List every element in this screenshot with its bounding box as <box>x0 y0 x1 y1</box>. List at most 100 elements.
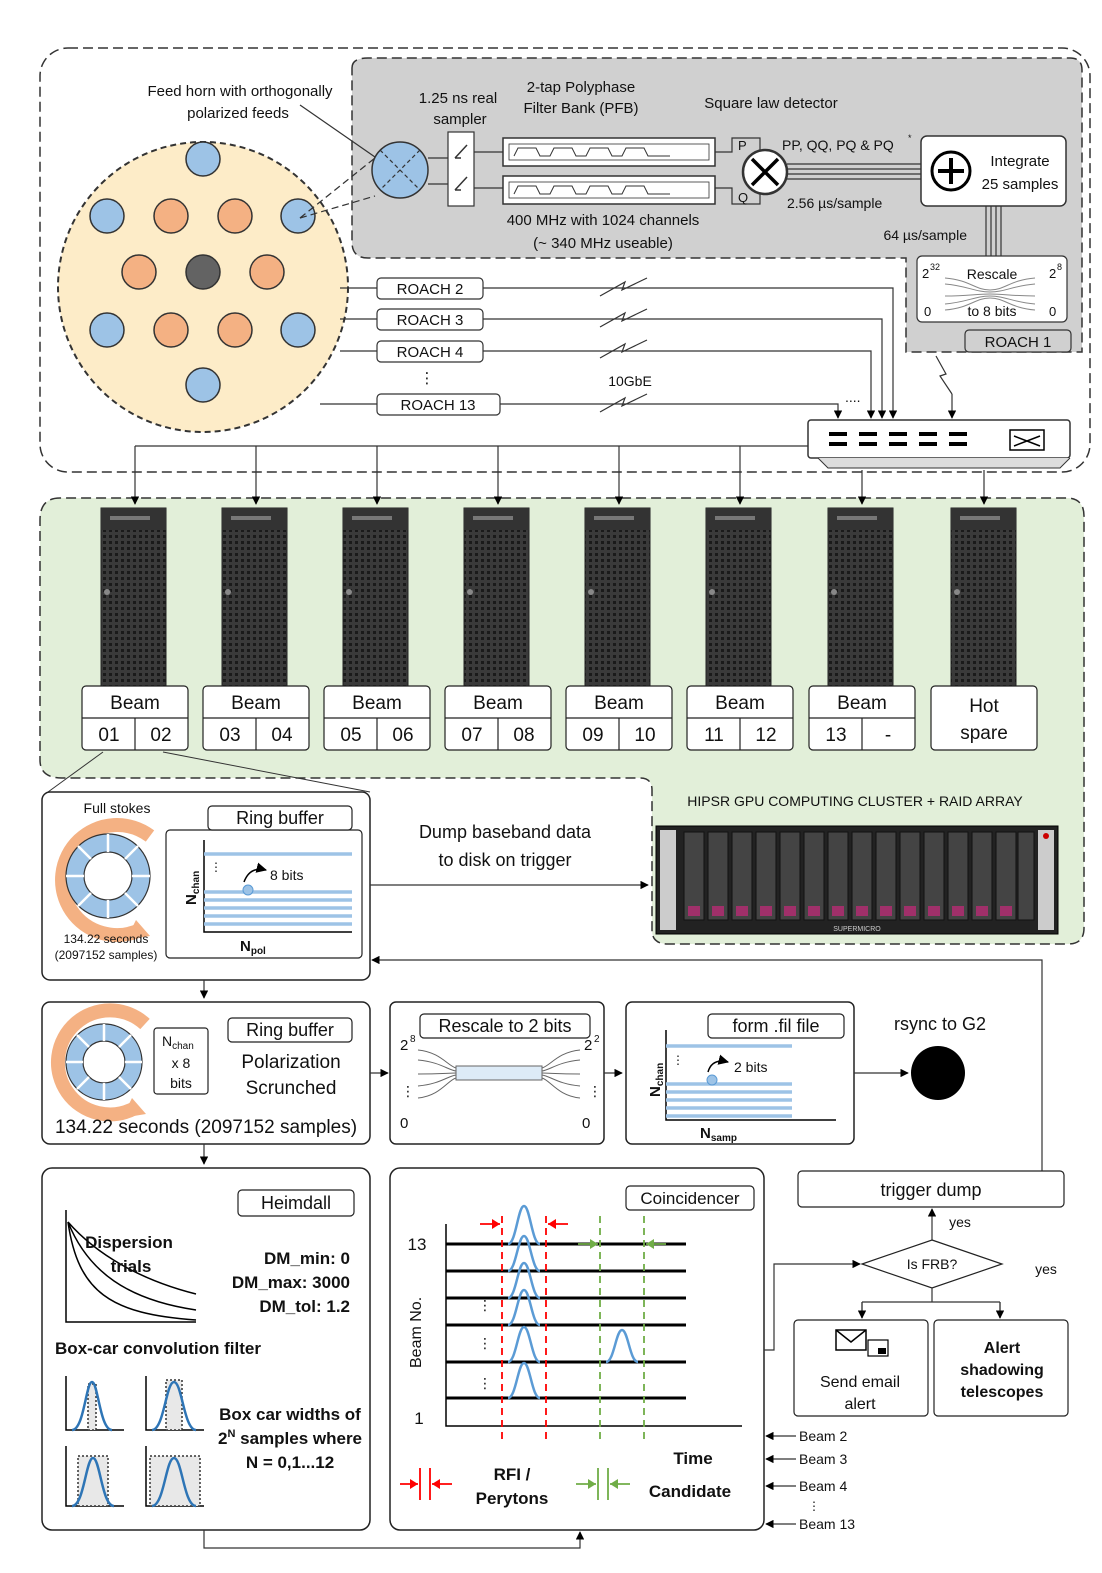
yes-label-2: yes <box>1035 1261 1057 1277</box>
dm-tol: DM_tol: 1.2 <box>259 1297 350 1316</box>
ring2-nchan: Nchan <box>162 1033 194 1052</box>
ring2-title: Ring buffer <box>246 1020 334 1040</box>
boxcar-widths-1: Box car widths of <box>219 1405 361 1424</box>
roach13-label: ROACH 13 <box>400 397 475 414</box>
dispersion-curves <box>65 1210 197 1323</box>
rescale8-label-2: to 8 bits <box>967 303 1016 319</box>
beam-no-label: Beam No. <box>408 1297 425 1368</box>
server2-beam: Beam <box>231 693 281 714</box>
roach1-label: ROACH 1 <box>985 334 1052 351</box>
sampler-label-1: 1.25 ns real <box>419 90 497 107</box>
dispersion-label-2: trials <box>111 1257 152 1276</box>
rescale2-pow8: 8 <box>410 1034 416 1045</box>
coincidencer-title: Coincidencer <box>640 1189 740 1208</box>
server-label-boxes <box>81 685 1038 751</box>
server5-beam: Beam <box>594 693 644 714</box>
fil-bits: 2 bits <box>734 1059 767 1075</box>
ring2-caption: 134.22 seconds (2097152 samples) <box>55 1117 357 1138</box>
roach3-label: ROACH 3 <box>397 312 464 329</box>
ring2-pol-2: Scrunched <box>246 1078 337 1099</box>
boxcar-widths-icons <box>65 1376 204 1508</box>
ring-buffer-2-icon <box>50 1003 150 1122</box>
server6-beam: Beam <box>715 693 765 714</box>
coincidencer-panel <box>389 1167 765 1531</box>
heimdall-title-box <box>237 1189 355 1217</box>
server-towers <box>100 507 1017 687</box>
server-bus <box>130 445 989 505</box>
p-label: P <box>738 138 747 153</box>
server3-beam-b: 06 <box>392 725 413 746</box>
full-stokes-label: Full stokes <box>84 800 151 816</box>
pfb-block-p <box>502 137 716 167</box>
alert-label-3: telescopes <box>961 1384 1044 1401</box>
rescale8-pow8: 8 <box>1057 262 1062 272</box>
trigger-dump-label: trigger dump <box>880 1180 981 1200</box>
ring1-samples: (2097152 samples) <box>55 948 158 962</box>
pfb-label-1: 2-tap Polyphase <box>527 79 635 96</box>
heimdall-panel <box>41 1167 371 1531</box>
ring1-seconds: 134.22 seconds <box>64 932 149 946</box>
beam13-tick: 13 <box>408 1235 427 1254</box>
server2-beam-a: 03 <box>219 725 240 746</box>
gbe-label: 10GbE <box>608 373 652 389</box>
dm-max: DM_max: 3000 <box>232 1273 350 1292</box>
alert-label-1: Alert <box>984 1340 1021 1357</box>
server1-beam: Beam <box>110 693 160 714</box>
sld-label: Square law detector <box>704 95 837 112</box>
rate2-label: 64 µs/sample <box>883 227 967 243</box>
server2-beam-b: 04 <box>271 725 293 746</box>
server7-beam-a: 13 <box>825 725 846 746</box>
ring-buffer-1-icon <box>55 818 155 943</box>
g2-node <box>911 1046 965 1100</box>
rsync-label: rsync to G2 <box>894 1014 986 1034</box>
server1-beam-a: 01 <box>98 725 119 746</box>
coinc-vdots-1: ⋮ <box>478 1297 492 1313</box>
ring2-title-box <box>227 1017 353 1043</box>
server4-beam: Beam <box>473 693 523 714</box>
server6-beam-b: 12 <box>755 725 776 746</box>
rescale2-pow2: 2 <box>594 1034 600 1045</box>
candidate-legend-icon <box>576 1468 630 1500</box>
rescale2-icon <box>417 1049 581 1099</box>
alert-telescopes-box <box>933 1319 1069 1417</box>
beam3-input: Beam 3 <box>799 1451 847 1467</box>
beam13-input: Beam 13 <box>799 1516 855 1532</box>
send-email-box <box>793 1319 929 1417</box>
fil-nchan: Nchan <box>647 1063 666 1097</box>
raid-array-icon: SUPERMICRO <box>655 825 1059 935</box>
coinc-vdots-3: ⋮ <box>478 1375 492 1391</box>
roach1-label-box <box>964 329 1072 353</box>
products-label: PP, QQ, PQ & PQ <box>782 137 894 153</box>
time-label: Time <box>673 1449 712 1468</box>
server7-beam: Beam <box>837 693 887 714</box>
rescale2-title: Rescale to 2 bits <box>438 1016 571 1036</box>
server5-beam-a: 09 <box>582 725 603 746</box>
ring1-title-box <box>207 805 353 831</box>
beam-input-vdots: ⋮ <box>808 1499 820 1513</box>
dump-label-2: to disk on trigger <box>438 850 571 870</box>
server7-beam-b: - <box>885 725 891 746</box>
rescale8-zero-a: 0 <box>924 304 931 319</box>
roach1-panel <box>351 57 1083 353</box>
coinc-vdots-2: ⋮ <box>478 1335 492 1351</box>
server4-beam-a: 07 <box>461 725 482 746</box>
hot-spare-label-1: Hot <box>969 696 999 717</box>
ring2-format-box <box>153 1027 209 1095</box>
rack-brand: SUPERMICRO <box>833 926 881 933</box>
boxcar-widths-2: 2N samples where <box>218 1428 362 1448</box>
pfb-label-2: Filter Bank (PFB) <box>523 100 638 117</box>
hipsr-label: HIPSR GPU COMPUTING CLUSTER + RAID ARRAY <box>687 793 1023 809</box>
rfi-label-1: RFI / <box>494 1465 531 1484</box>
rescale2-zero-b: 0 <box>582 1115 590 1132</box>
yes-label-1: yes <box>949 1214 971 1230</box>
sampler-label-2: sampler <box>433 111 486 128</box>
rescale2-vdots-b: ⋮ <box>588 1083 602 1099</box>
coincidencer-title-box <box>625 1185 755 1211</box>
fil-title-box <box>707 1013 845 1039</box>
integrate-label-2: 25 samples <box>982 176 1059 193</box>
integrate-label-1: Integrate <box>990 153 1049 170</box>
alert-label-2: shadowing <box>960 1362 1044 1379</box>
candidate-window <box>578 1216 666 1440</box>
send-email-label-1: Send email <box>820 1374 900 1391</box>
rescale2-two-a: 2 <box>400 1037 408 1054</box>
